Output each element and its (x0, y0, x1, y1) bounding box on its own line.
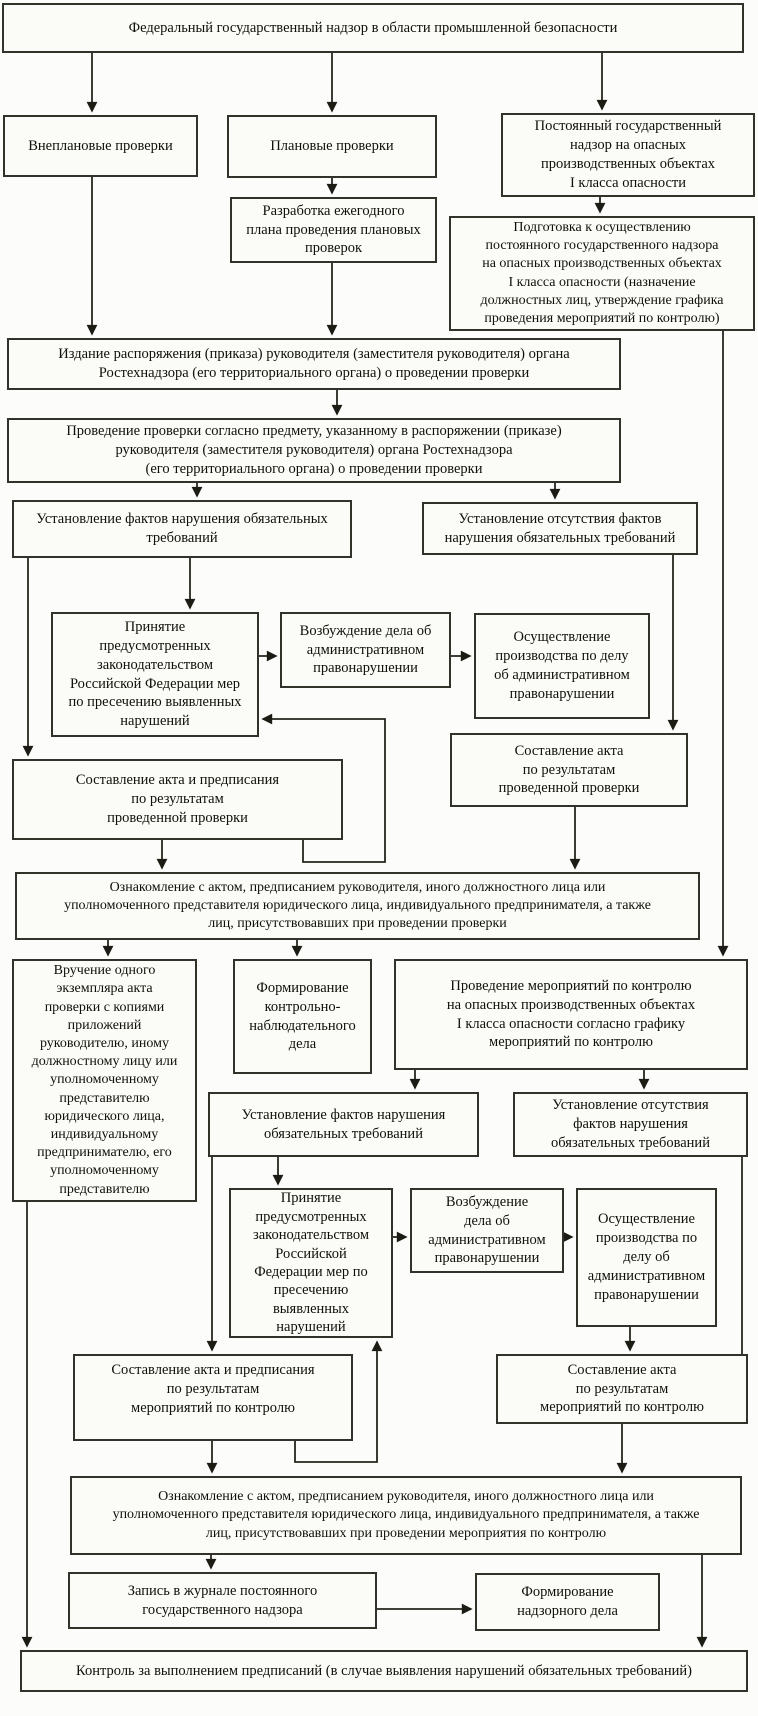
node-journal-record: Запись в журнале постоянного государстве… (68, 1572, 377, 1629)
node-unplanned-inspections: Внеплановые проверки (3, 115, 198, 177)
node-annual-plan: Разработка ежегодного плана проведения п… (230, 197, 437, 263)
node-control-events: Проведение мероприятий по контролю на оп… (394, 959, 748, 1070)
node-facts-absent-2: Установление отсутствия фактов нарушения… (513, 1092, 748, 1157)
node-prescription-control: Контроль за выполнением предписаний (в с… (20, 1650, 748, 1692)
node-control-observation-file: Формирование контрольно- наблюдательного… (233, 959, 372, 1074)
node-federal-supervision-title: Федеральный государственный надзор в обл… (2, 3, 744, 53)
node-facts-absent-1: Установление отсутствия фактов нарушения… (422, 502, 698, 555)
node-proceedings-2: Осуществление производства по делу об ад… (576, 1188, 717, 1327)
node-facts-found-2: Установление фактов нарушения обязательн… (208, 1092, 479, 1157)
node-case-initiation-2: Возбуждение дела об административном пра… (410, 1188, 564, 1273)
node-supervision-file: Формирование надзорного дела (475, 1573, 660, 1631)
node-case-initiation-1: Возбуждение дела об административном пра… (280, 612, 451, 688)
node-measures-1: Принятие предусмотренных законодательств… (51, 612, 259, 737)
node-inspection-conduct: Проведение проверки согласно предмету, у… (7, 418, 621, 483)
node-measures-2: Принятие предусмотренных законодательств… (229, 1188, 393, 1338)
node-act-2: Составление акта по результатам мероприя… (496, 1354, 748, 1424)
node-act-prescription-1: Составление акта и предписания по резуль… (12, 759, 343, 840)
node-act-prescription-2: Составление акта и предписания по резуль… (73, 1354, 353, 1441)
node-permanent-supervision: Постоянный государственный надзор на опа… (501, 113, 755, 197)
node-familiarization-2: Ознакомление с актом, предписанием руков… (70, 1476, 742, 1555)
node-order-issue: Издание распоряжения (приказа) руководит… (7, 338, 621, 390)
node-copy-delivery: Вручение одного экземпляра акта проверки… (12, 959, 197, 1202)
node-planned-inspections: Плановые проверки (227, 115, 437, 178)
node-familiarization-1: Ознакомление с актом, предписанием руков… (15, 872, 700, 940)
node-facts-found-1: Установление фактов нарушения обязательн… (12, 500, 352, 558)
node-preparation-permanent-supervision: Подготовка к осуществлению постоянного г… (449, 216, 755, 331)
node-act-1: Составление акта по результатам проведен… (450, 733, 688, 807)
node-proceedings-1: Осуществление производства по делу об ад… (474, 613, 650, 719)
